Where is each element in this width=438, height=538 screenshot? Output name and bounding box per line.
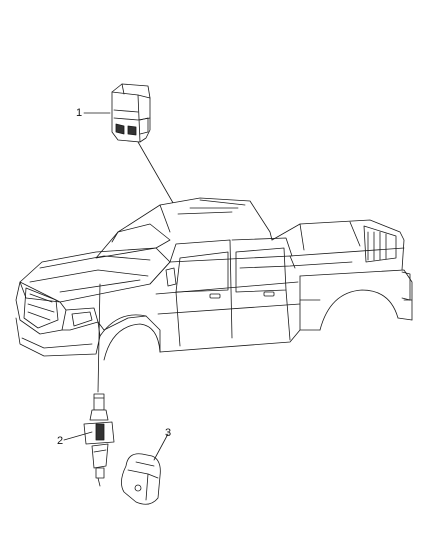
callout-1: 1 — [76, 107, 83, 119]
leader-line-truck-to-sensor — [97, 283, 101, 393]
pickup-truck — [15, 197, 413, 361]
callout-3: 3 — [165, 427, 172, 439]
leader-line-2 — [63, 431, 93, 441]
part-2-sensor — [83, 393, 115, 487]
callout-2: 2 — [57, 435, 64, 447]
part-3-bracket — [121, 453, 161, 505]
part-1-module — [111, 83, 151, 143]
leader-line-3 — [153, 433, 169, 461]
